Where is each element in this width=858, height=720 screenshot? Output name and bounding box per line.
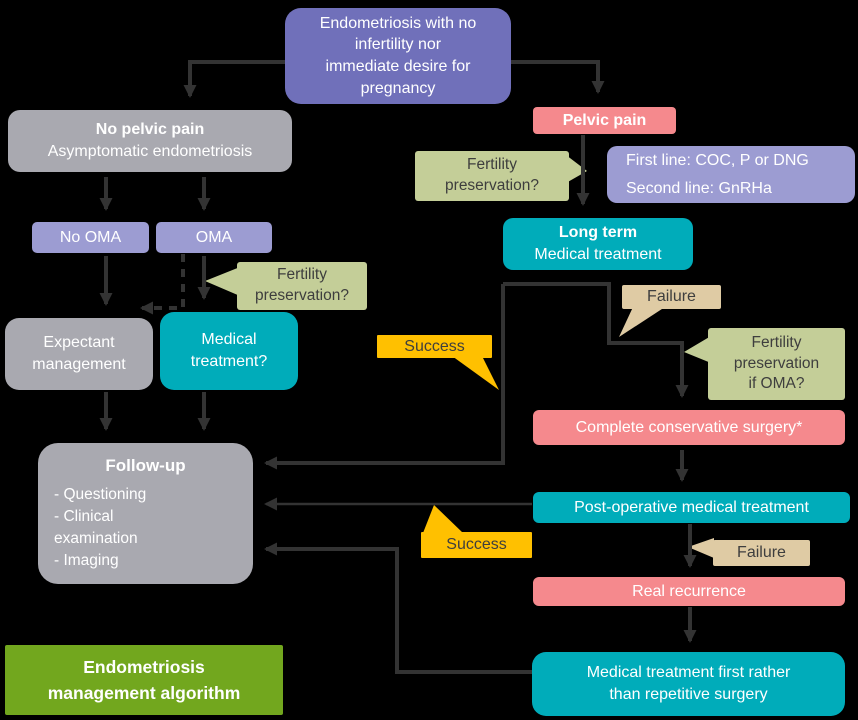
node-no-oma: No OMA <box>32 222 149 253</box>
node-long-term: Long term Medical treatment <box>503 218 693 270</box>
node-subtitle: Medical treatment <box>534 246 662 263</box>
callout-line: Fertility <box>277 266 327 284</box>
node-subtitle: Asymptomatic endometriosis <box>47 143 253 160</box>
banner-line: management algorithm <box>47 683 241 703</box>
node-line: infertility nor <box>354 36 442 54</box>
node-label: No OMA <box>59 228 122 246</box>
callout-fertility-preservation-right: Fertility preservation? <box>415 151 569 201</box>
callout-line: Fertility <box>467 156 517 174</box>
path-medical-first-to-followup <box>264 542 532 674</box>
callout-success-2: Success <box>421 532 532 558</box>
node-pelvic-pain: Pelvic pain <box>533 107 676 134</box>
node-line: Second line: GnRHa <box>626 179 772 197</box>
node-line: pregnancy <box>360 79 436 97</box>
node-followup: Follow-up - Questioning - Clinical exami… <box>38 443 253 584</box>
node-line: Medical <box>201 331 257 349</box>
callout-failure-1: Failure <box>622 285 721 309</box>
arrow-title-to-pelvic-pain <box>509 60 605 94</box>
success-2-callout-tail <box>423 505 463 533</box>
callout-success-1: Success <box>377 335 492 358</box>
node-line: Expectant <box>43 334 115 352</box>
path-failure-to-surgery <box>503 282 689 398</box>
arrow-title-to-no-pelvic-pain <box>183 60 286 98</box>
node-no-pelvic-pain: No pelvic pain Asymptomatic endometriosi… <box>8 110 292 172</box>
followup-item: - Clinical <box>54 507 114 525</box>
followup-item: examination <box>54 529 138 547</box>
node-medical-treatment-first: Medical treatment first rather than repe… <box>532 652 845 716</box>
node-label: Real recurrence <box>632 582 746 600</box>
node-label: Complete conservative surgery* <box>575 418 803 436</box>
node-endometriosis-title: Endometriosis with no infertility nor im… <box>285 8 511 104</box>
node-line: management <box>32 356 126 373</box>
callout-line: preservation? <box>255 287 349 304</box>
fertility-right-callout-tail <box>566 155 587 183</box>
banner-line: Endometriosis <box>83 656 205 677</box>
callout-line: Fertility <box>751 333 802 351</box>
followup-item: - Questioning <box>54 485 147 503</box>
node-title: No pelvic pain <box>95 121 205 139</box>
node-medical-treatment-question: Medical treatment? <box>160 312 298 390</box>
node-title: Follow-up <box>105 456 186 475</box>
node-real-recurrence: Real recurrence <box>533 577 845 606</box>
node-line: than repetitive surgery <box>609 686 768 703</box>
success-1-callout-tail <box>452 356 499 390</box>
failure-1-callout-tail <box>619 307 665 337</box>
node-line: treatment? <box>190 353 268 370</box>
node-expectant-management: Expectant management <box>5 318 153 390</box>
node-oma: OMA <box>156 222 272 253</box>
callout-failure-2: Failure <box>713 540 810 566</box>
path-success-to-followup <box>264 284 505 470</box>
callout-label: Success <box>404 337 465 355</box>
callout-fertility-preservation-if-oma: Fertility preservation if OMA? <box>708 328 845 400</box>
followup-item: - Imaging <box>54 551 119 569</box>
node-complete-conservative-surgery: Complete conservative surgery* <box>533 410 845 445</box>
callout-line: preservation <box>733 354 820 372</box>
node-title: Long term <box>558 224 638 242</box>
diagram-title-banner: Endometriosis management algorithm <box>5 645 283 715</box>
callout-label: Success <box>446 536 507 554</box>
callout-line: preservation? <box>445 177 539 194</box>
callout-label: Failure <box>737 544 786 562</box>
callout-label: Failure <box>647 288 696 306</box>
callout-fertility-preservation-left: Fertility preservation? <box>237 262 367 310</box>
node-label: OMA <box>195 228 233 246</box>
callout-line: if OMA? <box>748 375 805 393</box>
fertility-left-callout-tail <box>205 267 240 296</box>
node-postoperative-medical-treatment: Post-operative medical treatment <box>533 492 850 523</box>
node-line: Medical treatment first rather <box>586 664 791 682</box>
node-line: First line: COC, P or DNG <box>626 151 809 169</box>
node-label: Post-operative medical treatment <box>574 498 809 516</box>
node-treatment-lines: First line: COC, P or DNG Second line: G… <box>607 146 855 203</box>
failure-2-callout-tail <box>688 538 714 558</box>
node-label: Pelvic pain <box>562 111 647 129</box>
fertility-oma-callout-tail <box>684 336 711 363</box>
node-line: Endometriosis with no <box>319 14 477 32</box>
node-line: immediate desire for <box>325 58 471 75</box>
dashed-arrow-oma-to-expectant <box>140 254 185 315</box>
